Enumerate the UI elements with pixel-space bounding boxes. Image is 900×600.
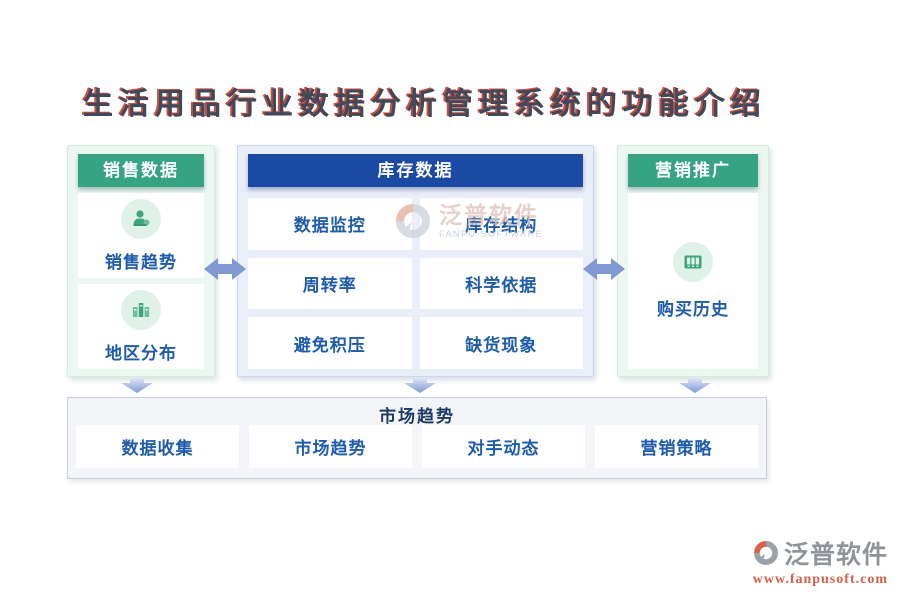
fanpu-logo-icon [754, 541, 778, 565]
inventory-feature-grid: 数据监控 库存结构 周转率 科学依据 避免积压 缺货现象 [248, 198, 583, 369]
section-market-trends: 市场趋势 数据收集 市场趋势 对手动态 营销策略 [67, 397, 767, 479]
page-title: 生活用品行业数据分析管理系统的功能介绍 [83, 88, 767, 121]
feature-label: 销售趋势 [105, 252, 177, 272]
feature-card-sales-trend: 销售趋势 [78, 193, 204, 278]
feature-card-data-monitoring: 数据监控 [248, 198, 412, 250]
archive-icon [684, 255, 702, 269]
double-arrow-icon [204, 258, 246, 280]
watermark-brand-text: 泛普软件 [783, 542, 888, 569]
feature-label: 地区分布 [105, 343, 177, 363]
feature-card-data-collection: 数据收集 [76, 425, 239, 468]
feature-card-scientific-basis: 科学依据 [419, 257, 583, 310]
feature-card-region-distribution: 地区分布 [78, 284, 204, 369]
double-arrow-icon [583, 258, 625, 280]
panel-sales-header: 销售数据 [78, 154, 204, 187]
feature-card-competitor-dynamics: 对手动态 [422, 425, 585, 468]
feature-card-purchase-history: 购买历史 [628, 193, 758, 369]
icon-circle [121, 198, 161, 239]
watermark-url-text: www.fanpusoft.com [752, 572, 888, 587]
feature-label: 购买历史 [657, 300, 729, 319]
feature-card-marketing-strategy: 营销策略 [595, 425, 758, 468]
panel-inventory-data: 库存数据 数据监控 库存结构 周转率 科学依据 避免积压 缺货现象 [237, 145, 594, 377]
market-trends-grid: 数据收集 市场趋势 对手动态 营销策略 [76, 425, 758, 468]
user-icon [133, 209, 150, 226]
panel-marketing-header: 营销推广 [628, 154, 758, 187]
panel-marketing-promotion: 营销推广 购买历史 [617, 145, 769, 377]
feature-card-shortage: 缺货现象 [419, 317, 583, 369]
watermark-corner: 泛普软件 www.fanpusoft.com [752, 535, 888, 588]
feature-card-inventory-structure: 库存结构 [419, 198, 583, 250]
down-arrow-icon [121, 377, 153, 393]
panel-inventory-header: 库存数据 [248, 154, 583, 187]
icon-circle [673, 242, 713, 282]
down-arrow-icon [404, 377, 436, 393]
feature-card-market-trend: 市场趋势 [249, 425, 412, 468]
down-arrow-icon [679, 377, 711, 393]
icon-circle [121, 289, 161, 330]
market-trends-header: 市场趋势 [379, 407, 455, 426]
bar-chart-icon [133, 302, 150, 317]
panel-sales-data: 销售数据 销售趋势 [67, 145, 215, 377]
feature-card-avoid-overstock: 避免积压 [248, 317, 412, 369]
feature-card-turnover-rate: 周转率 [248, 257, 412, 310]
